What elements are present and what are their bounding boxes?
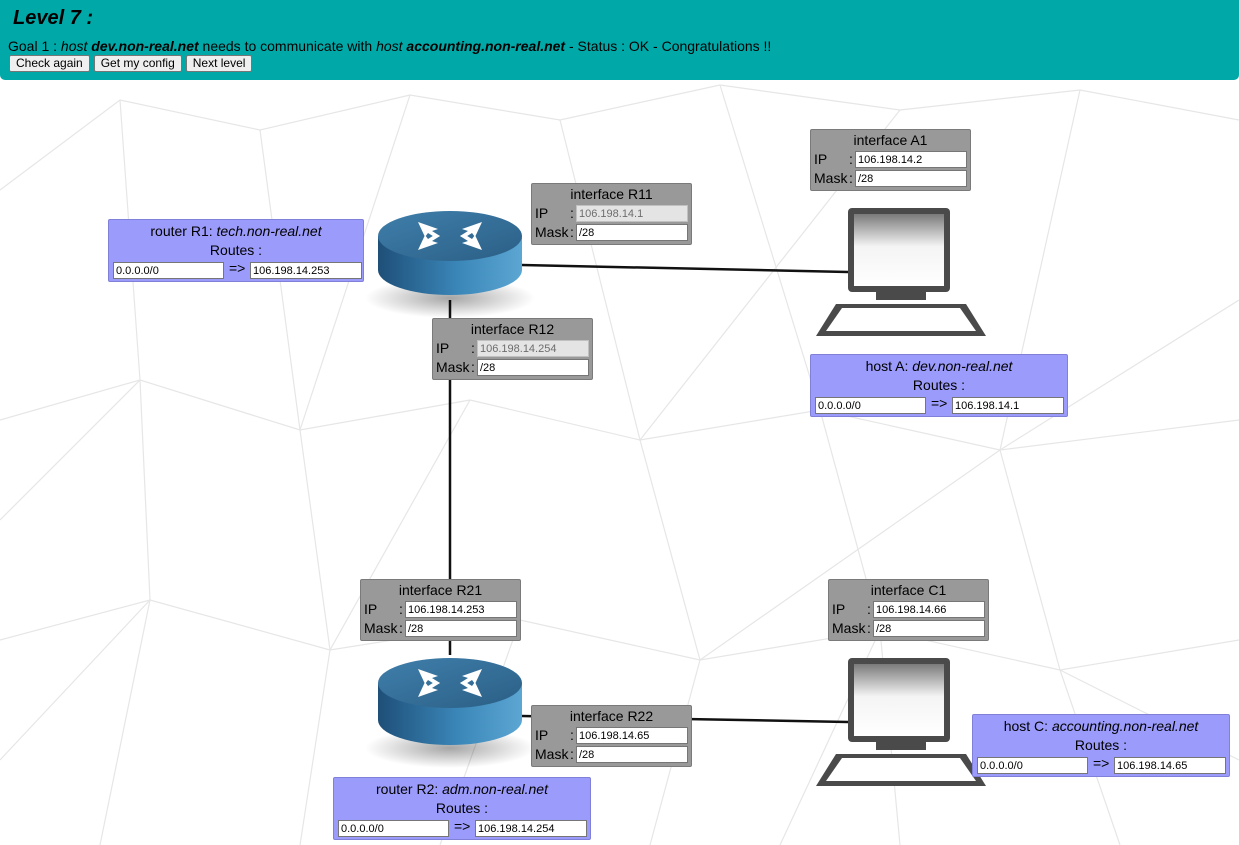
interface-a1-title: interface A1 <box>853 132 928 148</box>
router-r1-title: router R1: tech.non-real.net <box>109 223 363 239</box>
goal-source-host: dev.non-real.net <box>91 38 199 54</box>
host-c-panel: host C: accounting.non-real.net Routes :… <box>972 714 1230 777</box>
check-again-button[interactable]: Check again <box>9 55 90 72</box>
mask-label: Mask <box>364 620 398 636</box>
router-r1-label: router R1: <box>150 223 213 239</box>
ip-colon: : <box>867 601 871 617</box>
router-r1-route-destination-input[interactable] <box>113 262 224 279</box>
interface-c1-mask-input[interactable] <box>873 620 985 637</box>
host-a-title: host A: dev.non-real.net <box>811 358 1067 374</box>
route-arrow: => <box>454 818 471 834</box>
header-buttons: Check again Get my config Next level <box>9 55 253 72</box>
host-a-panel: host A: dev.non-real.net Routes : => <box>810 354 1068 417</box>
interface-r11-title: interface R11 <box>570 186 653 202</box>
interface-a1-mask-input[interactable] <box>855 170 967 187</box>
router-r2-route-destination-input[interactable] <box>338 820 449 837</box>
ip-label: IP <box>535 205 549 221</box>
router-r2-panel: router R2: adm.non-real.net Routes : => <box>333 777 591 840</box>
mask-label: Mask <box>436 359 470 375</box>
mask-colon: : <box>399 620 403 636</box>
host-a-hostname: dev.non-real.net <box>912 358 1013 374</box>
mask-colon: : <box>570 224 574 240</box>
router-r2-title: router R2: adm.non-real.net <box>334 781 590 797</box>
router-r2-route-gateway-input[interactable] <box>475 820 587 837</box>
interface-r22-title: interface R22 <box>569 708 654 724</box>
host-c-hostname: accounting.non-real.net <box>1051 718 1199 734</box>
interface-r21-ip-input[interactable] <box>405 601 517 618</box>
interface-r22-panel: interface R22 IP : Mask : <box>531 705 692 767</box>
mask-colon: : <box>867 620 871 636</box>
ip-label: IP <box>814 151 828 167</box>
interface-c1-ip-input[interactable] <box>873 601 985 618</box>
ip-colon: : <box>570 727 574 743</box>
ip-colon: : <box>570 205 574 221</box>
level-header: Level 7 : Goal 1 : host dev.non-real.net… <box>0 0 1239 80</box>
ip-colon: : <box>399 601 403 617</box>
routes-heading: Routes : <box>209 242 263 258</box>
host-c-label: host C: <box>1003 718 1049 734</box>
routes-heading: Routes : <box>912 377 966 393</box>
goal-host-word-1: host <box>60 38 88 54</box>
ip-colon: : <box>471 340 475 356</box>
mask-label: Mask <box>832 620 866 636</box>
host-c-title: host C: accounting.non-real.net <box>973 718 1229 734</box>
ip-label: IP <box>436 340 450 356</box>
host-a-route-destination-input[interactable] <box>815 397 926 414</box>
route-arrow: => <box>229 260 246 276</box>
interface-r11-mask-input[interactable] <box>576 224 688 241</box>
route-arrow: => <box>931 395 948 411</box>
get-config-button[interactable]: Get my config <box>93 55 182 72</box>
routes-heading: Routes : <box>1074 737 1128 753</box>
interface-r22-mask-input[interactable] <box>576 746 688 763</box>
mask-colon: : <box>570 746 574 762</box>
interface-r21-mask-input[interactable] <box>405 620 517 637</box>
router-r2-hostname: adm.non-real.net <box>442 781 548 797</box>
route-arrow: => <box>1093 755 1110 771</box>
next-level-button[interactable]: Next level <box>185 55 253 72</box>
routes-heading: Routes : <box>435 800 489 816</box>
interface-r12-panel: interface R12 IP : Mask : <box>432 318 593 380</box>
goal-target-host: accounting.non-real.net <box>406 38 566 54</box>
ip-label: IP <box>535 727 549 743</box>
interface-r21-title: interface R21 <box>398 582 483 598</box>
interface-r11-ip-input[interactable] <box>576 205 688 222</box>
host-a-label: host A: <box>865 358 909 374</box>
interface-r22-ip-input[interactable] <box>576 727 688 744</box>
goal-status: - Status : OK - Congratulations !! <box>569 38 772 54</box>
interface-c1-panel: interface C1 IP : Mask : <box>828 579 989 641</box>
host-c-route-destination-input[interactable] <box>977 757 1088 774</box>
interface-c1-title: interface C1 <box>870 582 947 598</box>
host-c-route-gateway-input[interactable] <box>1114 757 1226 774</box>
mask-colon: : <box>849 170 853 186</box>
ip-label: IP <box>832 601 846 617</box>
mask-label: Mask <box>535 224 569 240</box>
interface-r11-panel: interface R11 IP : Mask : <box>531 183 692 245</box>
goal-prefix: Goal 1 : <box>8 38 58 54</box>
router-r2-label: router R2: <box>376 781 439 797</box>
router-r1-hostname: tech.non-real.net <box>216 223 322 239</box>
host-c-computer-icon[interactable] <box>816 658 986 786</box>
host-a-route-gateway-input[interactable] <box>952 397 1064 414</box>
goal-middle-text: needs to communicate with <box>202 38 373 54</box>
ip-colon: : <box>849 151 853 167</box>
goal-status-line: Goal 1 : host dev.non-real.net needs to … <box>8 38 771 54</box>
ip-label: IP <box>364 601 378 617</box>
interface-r21-panel: interface R21 IP : Mask : <box>360 579 521 641</box>
router-r1-panel: router R1: tech.non-real.net Routes : => <box>108 219 364 282</box>
host-a-computer-icon[interactable] <box>816 208 986 336</box>
goal-host-word-2: host <box>376 38 403 54</box>
level-title: Level 7 : <box>13 7 94 29</box>
interface-r12-title: interface R12 <box>470 321 555 337</box>
interface-a1-panel: interface A1 IP : Mask : <box>810 129 971 191</box>
mask-colon: : <box>471 359 475 375</box>
router-r2-icon[interactable] <box>365 658 535 768</box>
interface-r12-ip-input[interactable] <box>477 340 589 357</box>
router-r1-icon[interactable] <box>365 211 535 318</box>
interface-a1-ip-input[interactable] <box>855 151 967 168</box>
link-r1-hostA <box>521 263 849 274</box>
mask-label: Mask <box>814 170 848 186</box>
router-r1-route-gateway-input[interactable] <box>250 262 362 279</box>
interface-r12-mask-input[interactable] <box>477 359 589 376</box>
mask-label: Mask <box>535 746 569 762</box>
